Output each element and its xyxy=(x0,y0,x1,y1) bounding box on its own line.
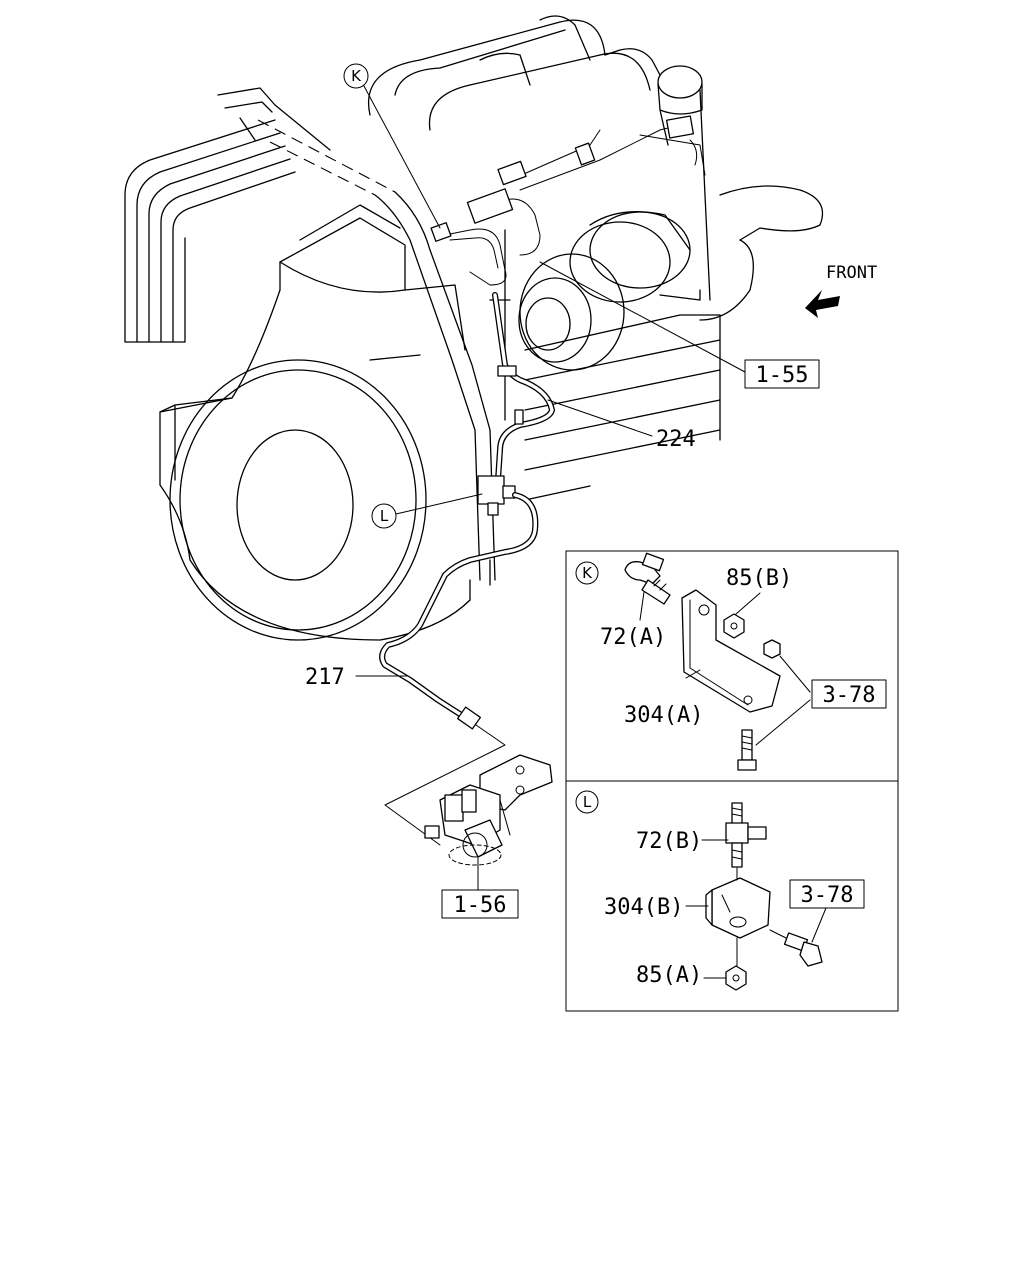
junction-fitting-l xyxy=(477,475,516,516)
tee-fitting-72b xyxy=(725,802,767,868)
oil-pipe-upper xyxy=(430,115,706,286)
detail-l-marker: L xyxy=(583,793,592,811)
bolt-3-78-k xyxy=(737,729,757,771)
front-arrow-icon xyxy=(805,290,840,318)
nut-3-78-k xyxy=(763,639,781,659)
ref-1-55: 1-55 xyxy=(539,261,820,389)
valve-bracket-assembly xyxy=(384,724,553,866)
detail-panel-k: K 72(A) xyxy=(565,550,899,782)
bolt-3-78-l xyxy=(783,932,823,967)
pipe-224 xyxy=(492,292,555,483)
detail-l-part-72b: 72(B) xyxy=(636,829,702,854)
ref-1-56: 1-56 xyxy=(441,857,519,919)
detail-k-part-304a: 304(A) xyxy=(624,703,703,728)
part-224: 224 xyxy=(547,399,696,452)
elbow-fitting-72a xyxy=(624,552,671,605)
engine-illustration xyxy=(124,15,840,730)
frame-rail xyxy=(217,87,496,581)
front-direction-label: FRONT xyxy=(826,263,877,283)
callout-l-letter: L xyxy=(380,507,389,525)
callout-k-letter: K xyxy=(351,67,362,85)
part-217: 217 xyxy=(305,665,409,690)
bracket-304b xyxy=(705,877,771,939)
radiator-frame xyxy=(124,119,296,343)
nut-85b xyxy=(723,613,745,639)
detail-k-part-85b: 85(B) xyxy=(726,566,792,591)
detail-l-part-304b: 304(B) xyxy=(604,895,683,920)
part-224-label: 224 xyxy=(656,427,696,452)
engine-block xyxy=(368,15,824,601)
ref-1-56-label: 1-56 xyxy=(454,893,507,918)
detail-k-part-72a: 72(A) xyxy=(600,625,666,650)
ref-1-55-label: 1-55 xyxy=(756,363,809,388)
bracket-304a xyxy=(681,589,781,713)
detail-panel-l: L 72(B) xyxy=(565,780,899,1012)
detail-k-ref-3-78: 3-78 xyxy=(823,683,876,708)
pipe-217 xyxy=(379,492,539,730)
detail-l-ref-3-78: 3-78 xyxy=(801,883,854,908)
turbocharger xyxy=(518,211,701,371)
detail-l-part-85a: 85(A) xyxy=(636,963,702,988)
nut-85a xyxy=(725,965,747,991)
callout-l: L xyxy=(371,493,483,529)
callout-k: K xyxy=(343,63,441,229)
detail-k-marker: K xyxy=(582,564,593,582)
flywheel-housing xyxy=(159,204,471,641)
part-217-label: 217 xyxy=(305,665,345,690)
